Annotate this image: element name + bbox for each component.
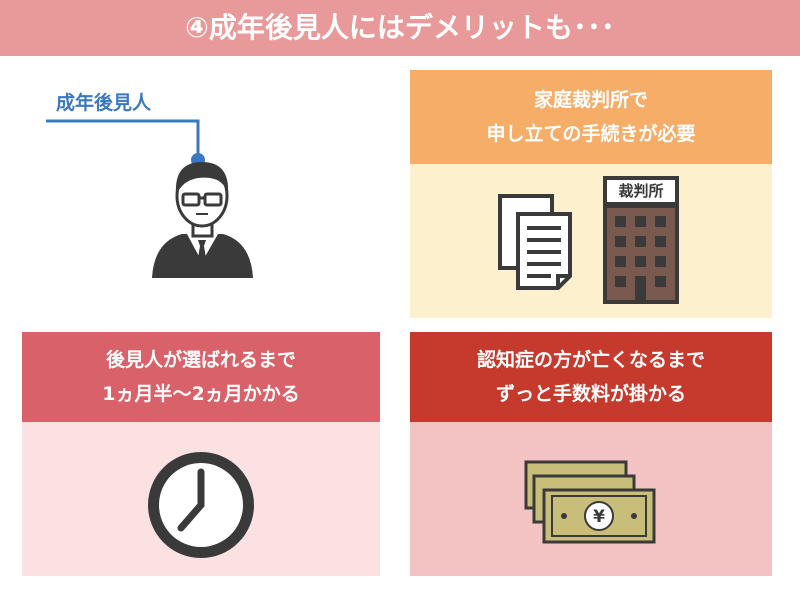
court-heading-line2: 申し立ての手続きが必要 xyxy=(486,123,696,145)
time-heading-line2: 1ヵ月半～2ヵ月かかる xyxy=(102,383,300,405)
court-sign: 裁判所 xyxy=(603,176,679,206)
fee-heading-line2: ずっと手数料が掛かる xyxy=(495,383,686,405)
documents-icon xyxy=(498,194,572,290)
court-procedure-panel: 家庭裁判所で 申し立ての手続きが必要 裁判所 xyxy=(410,70,772,318)
time-panel-heading: 後見人が選ばれるまで 1ヵ月半～2ヵ月かかる xyxy=(22,332,380,422)
court-building-icon xyxy=(603,206,679,304)
yen-symbol: ¥ xyxy=(593,507,605,527)
ongoing-fee-panel: 認知症の方が亡くなるまで ずっと手数料が掛かる ¥ xyxy=(410,332,772,576)
fee-panel-body: ¥ xyxy=(410,422,772,576)
page-title: ④成年後見人にはデメリットも･･･ xyxy=(185,11,615,44)
time-heading-line1: 後見人が選ばれるまで xyxy=(105,349,296,371)
fee-heading-line1: 認知症の方が亡くなるまで xyxy=(476,349,705,371)
yen-banknotes-icon: ¥ xyxy=(524,460,656,544)
title-banner: ④成年後見人にはデメリットも･･･ xyxy=(0,0,800,56)
clock-icon xyxy=(148,452,254,558)
court-panel-body: 裁判所 xyxy=(410,164,772,318)
fee-panel-heading: 認知症の方が亡くなるまで ずっと手数料が掛かる xyxy=(410,332,772,422)
appointment-time-panel: 後見人が選ばれるまで 1ヵ月半～2ヵ月かかる xyxy=(22,332,380,576)
guardian-label: 成年後見人 xyxy=(56,92,152,114)
businessman-icon xyxy=(152,162,253,278)
court-panel-heading: 家庭裁判所で 申し立ての手続きが必要 xyxy=(410,70,772,164)
court-heading-line1: 家庭裁判所で xyxy=(533,89,648,111)
time-panel-body xyxy=(22,422,380,576)
